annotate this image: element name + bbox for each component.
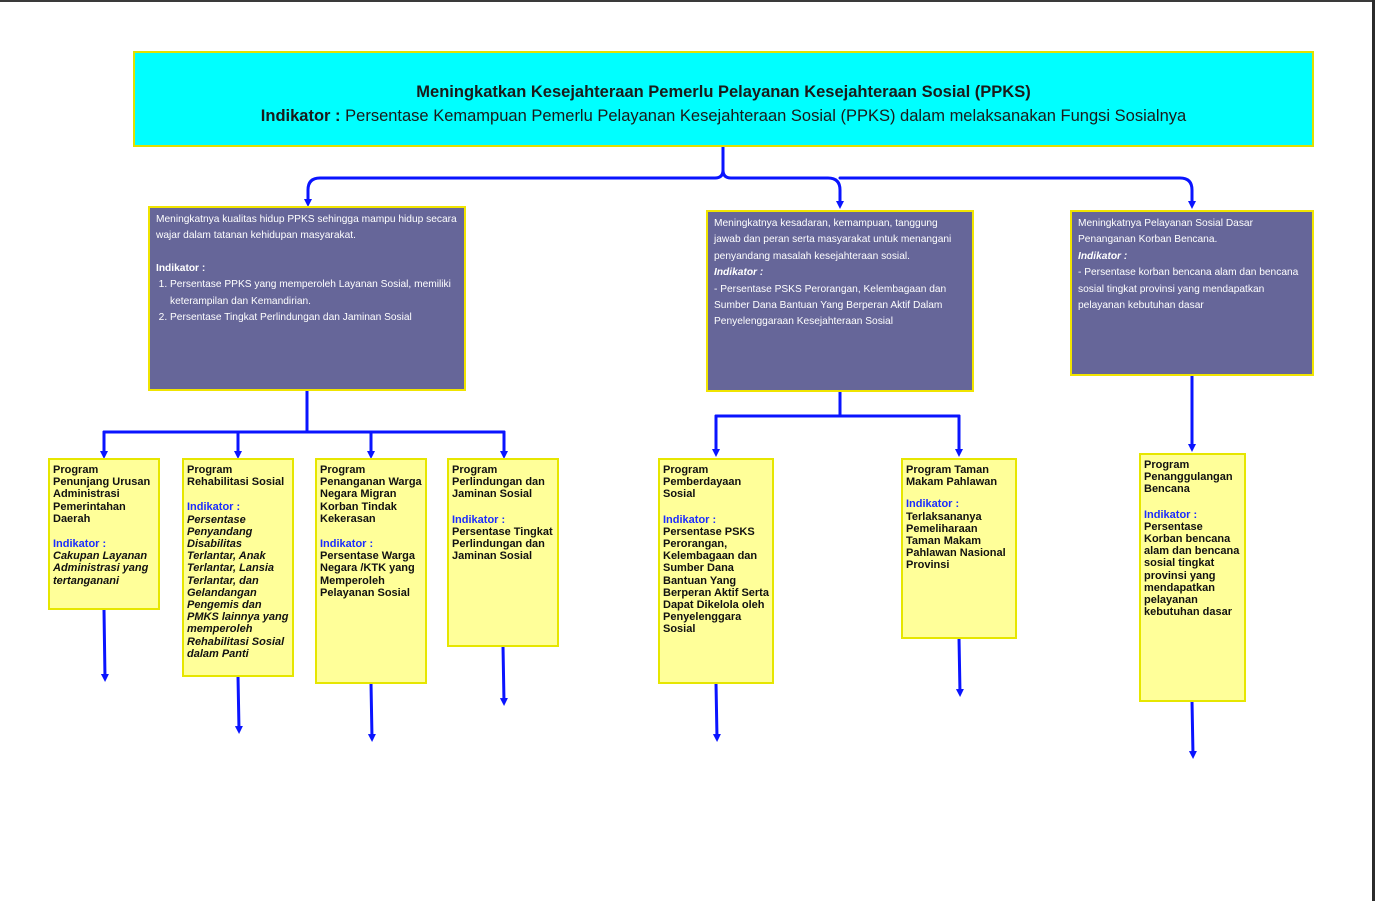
objective-indicator-label: Indikator : bbox=[714, 267, 764, 279]
objective-indicator-item: Persentase Tingkat Perlindungan dan Jami… bbox=[170, 310, 458, 326]
program-box-4: Program Perlindungan dan Jaminan Sosial … bbox=[447, 458, 559, 647]
program-title: Program Penunjang Urusan Administrasi Pe… bbox=[53, 464, 151, 525]
program-indicator-text: Persentase Penyandang Disabilitas Terlan… bbox=[187, 513, 289, 660]
program-box-3: Program Penanganan Warga Negara Migran K… bbox=[315, 458, 427, 684]
program-indicator-text: Terlaksananya Pemeliharaan Taman Makam P… bbox=[906, 510, 1006, 572]
program-indicator-text: Cakupan Layanan Administrasi yang tertan… bbox=[53, 550, 149, 587]
program-indicator-label: Indikator : bbox=[663, 513, 717, 526]
program-indicator-label: Indikator : bbox=[53, 538, 107, 551]
program-title: Program Pemberdayaan Sosial bbox=[663, 464, 742, 501]
program-indicator-text: Persentase Warga Negara /KTK yang Memper… bbox=[320, 550, 415, 599]
out-arrow-5 bbox=[712, 681, 721, 742]
out-arrow-2 bbox=[234, 674, 243, 734]
objective-indicator-text: - Persentase PSKS Perorangan, Kelembagaa… bbox=[714, 283, 947, 328]
goal-indicator-label: Indikator : bbox=[260, 107, 341, 125]
objective-box-2: Meningkatnya kesadaran, kemampuan, tangg… bbox=[706, 210, 974, 392]
out-arrow-7 bbox=[1188, 699, 1197, 759]
connector-goal-obj3 bbox=[838, 176, 1196, 209]
program-title: Program Penanggulangan Bencana bbox=[1144, 459, 1233, 496]
out-arrow-3 bbox=[367, 681, 376, 742]
program-indicator-text: Persentase PSKS Perorangan, Kelembagaan … bbox=[663, 525, 769, 636]
connector-goal-trunk bbox=[304, 145, 725, 207]
objective-text: Meningkatnya kualitas hidup PPKS sehingg… bbox=[156, 214, 457, 242]
program-indicator-label: Indikator : bbox=[452, 513, 506, 526]
program-box-1: Program Penunjang Urusan Administrasi Pe… bbox=[48, 458, 160, 610]
objective-text: Meningkatnya Pelayanan Sosial Dasar Pena… bbox=[1078, 218, 1253, 246]
connector-goal-obj2 bbox=[721, 168, 844, 209]
page-border-right bbox=[1372, 0, 1375, 901]
out-arrow-4 bbox=[499, 644, 508, 706]
objective-text: Meningkatnya kesadaran, kemampuan, tangg… bbox=[714, 218, 952, 262]
program-indicator-label: Indikator : bbox=[320, 538, 374, 551]
goal-indicator-text: Persentase Kemampuan Pemerlu Pelayanan K… bbox=[340, 107, 1187, 125]
program-indicator-label: Indikator : bbox=[906, 498, 960, 511]
program-title: Program Rehabilitasi Sosial bbox=[187, 464, 285, 489]
objective-box-1: Meningkatnya kualitas hidup PPKS sehingg… bbox=[148, 206, 466, 391]
program-box-7: Program Penanggulangan Bencana Indikator… bbox=[1139, 453, 1246, 702]
program-indicator-label: Indikator : bbox=[1144, 508, 1198, 521]
out-arrow-1 bbox=[100, 608, 109, 682]
objective-indicator-item: Persentase PPKS yang memperoleh Layanan … bbox=[170, 277, 458, 310]
program-box-2: Program Rehabilitasi Sosial Indikator : … bbox=[182, 458, 294, 677]
objective-indicator-text: - Persentase korban bencana alam dan ben… bbox=[1078, 267, 1299, 312]
program-indicator-text: Persentase Korban bencana alam dan benca… bbox=[1144, 520, 1240, 619]
goal-title: Meningkatkan Kesejahteraan Pemerlu Pelay… bbox=[416, 83, 1031, 101]
program-indicator-text: Persentase Tingkat Perlindungan dan Jami… bbox=[452, 525, 553, 563]
program-title: Program Taman Makam Pahlawan bbox=[906, 464, 998, 489]
objective-box-3: Meningkatnya Pelayanan Sosial Dasar Pena… bbox=[1070, 210, 1314, 376]
goal-box: Meningkatkan Kesejahteraan Pemerlu Pelay… bbox=[133, 51, 1314, 147]
program-title: Program Penanganan Warga Negara Migran K… bbox=[320, 464, 422, 525]
program-box-6: Program Taman Makam Pahlawan Indikator :… bbox=[901, 458, 1017, 639]
program-indicator-label: Indikator : bbox=[187, 501, 241, 514]
objective-indicator-label: Indikator : bbox=[156, 262, 206, 274]
program-title: Program Perlindungan dan Jaminan Sosial bbox=[452, 464, 545, 501]
page-border-top bbox=[0, 0, 1375, 2]
out-arrow-6 bbox=[955, 636, 964, 697]
program-box-5: Program Pemberdayaan Sosial Indikator : … bbox=[658, 458, 774, 684]
objective-indicator-label: Indikator : bbox=[1078, 250, 1128, 262]
